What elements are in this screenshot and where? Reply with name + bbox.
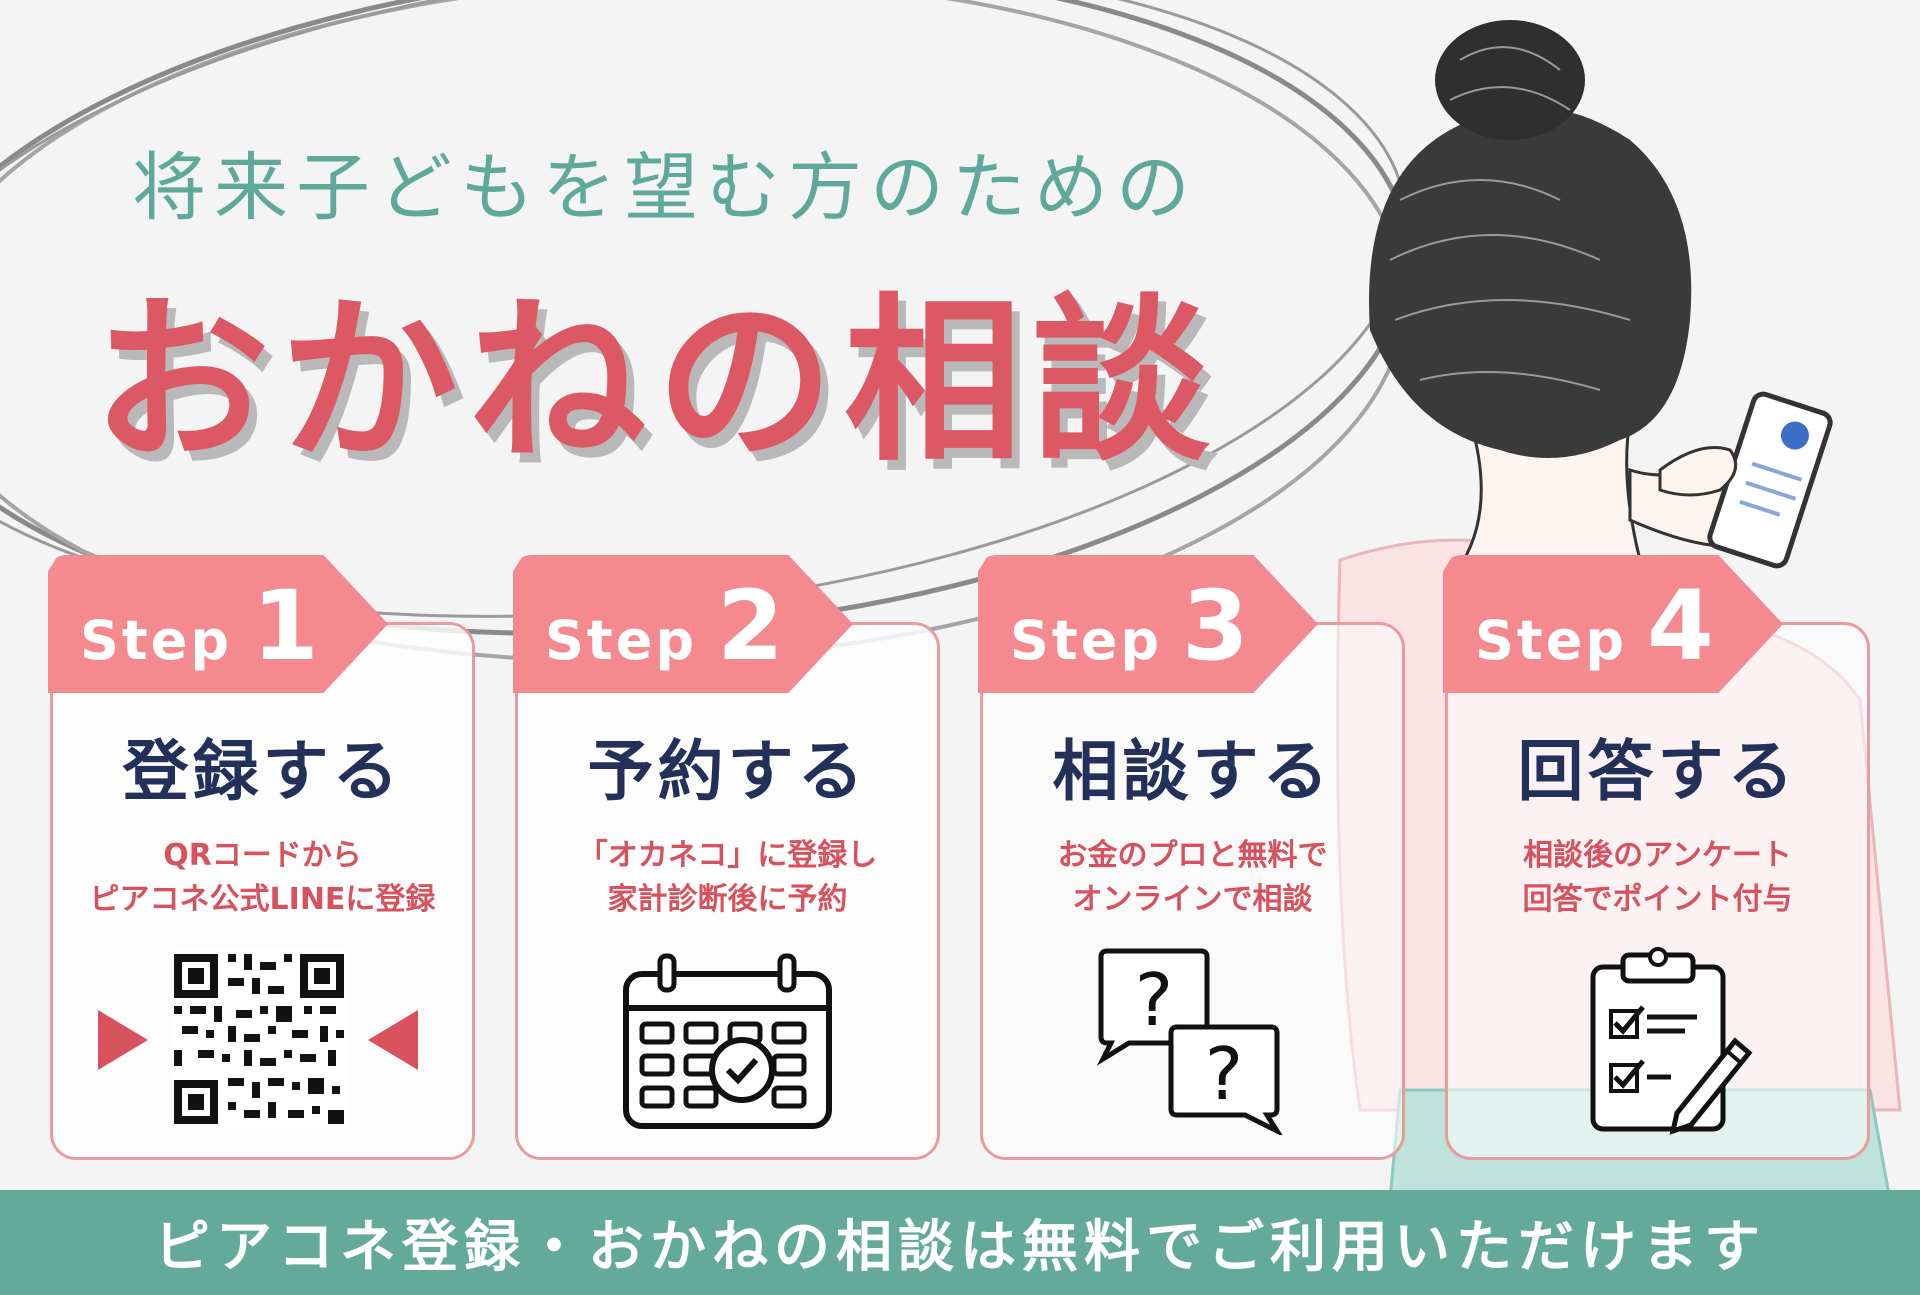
step-3-description: お金のプロと無料で オンラインで相談	[980, 834, 1405, 922]
main-title: おかねの相談	[92, 278, 1220, 485]
question-bubbles-icon: ? ?	[1096, 948, 1283, 1135]
step-2-title: 予約する	[587, 733, 868, 810]
arrow-right-icon	[98, 1010, 148, 1070]
description-line: ピアコネ公式LINEに登録	[89, 882, 436, 917]
step-3-tab	[978, 555, 1318, 693]
step-2-description: 「オカネコ」に登録し 家計診断後に予約	[515, 834, 940, 922]
step-word: Step	[545, 609, 697, 672]
description-line: オンラインで相談	[1072, 882, 1313, 917]
svg-text:?: ?	[1205, 1032, 1243, 1116]
step-4-tab	[1443, 555, 1783, 693]
qr-code-area	[98, 950, 418, 1128]
svg-text:?: ?	[1135, 958, 1173, 1042]
step-2-label: Step 2	[545, 570, 784, 682]
qr-code-icon[interactable]	[170, 950, 348, 1128]
step-1-title: 登録する	[122, 733, 403, 810]
step-word: Step	[80, 609, 232, 672]
description-line: 「オカネコ」に登録し	[577, 838, 878, 873]
step-4-description: 相談後のアンケート 回答でポイント付与	[1445, 834, 1870, 922]
bottom-banner: ピアコネ登録・おかねの相談は無料でご利用いただけます	[0, 1190, 1920, 1295]
step-number: 4	[1646, 570, 1714, 682]
step-word: Step	[1010, 609, 1162, 672]
step-3-label: Step 3	[1010, 570, 1249, 682]
step-4-title: 回答する	[1517, 733, 1798, 810]
description-line: QRコードから	[163, 838, 362, 873]
step-4-label: Step 4	[1475, 570, 1714, 682]
description-line: お金のプロと無料で	[1057, 838, 1328, 873]
clipboard-checklist-icon	[1590, 947, 1753, 1135]
step-1-tab	[48, 555, 388, 693]
description-line: 家計診断後に予約	[607, 882, 848, 917]
step-2-tab	[513, 555, 853, 693]
step-number: 1	[251, 570, 319, 682]
subtitle: 将来子どもを望む方のための	[132, 145, 1198, 231]
banner-text: ピアコネ登録・おかねの相談は無料でご利用いただけます	[154, 1215, 1766, 1280]
step-word: Step	[1475, 609, 1627, 672]
arrow-left-icon	[368, 1010, 418, 1070]
step-number: 2	[716, 570, 784, 682]
step-1-description: QRコードから ピアコネ公式LINEに登録	[50, 834, 475, 922]
step-number: 3	[1181, 570, 1249, 682]
step-1-label: Step 1	[80, 570, 319, 682]
description-line: 回答でポイント付与	[1522, 882, 1793, 917]
step-3-title: 相談する	[1052, 733, 1333, 810]
description-line: 相談後のアンケート	[1523, 838, 1792, 873]
calendar-check-icon	[623, 953, 832, 1129]
